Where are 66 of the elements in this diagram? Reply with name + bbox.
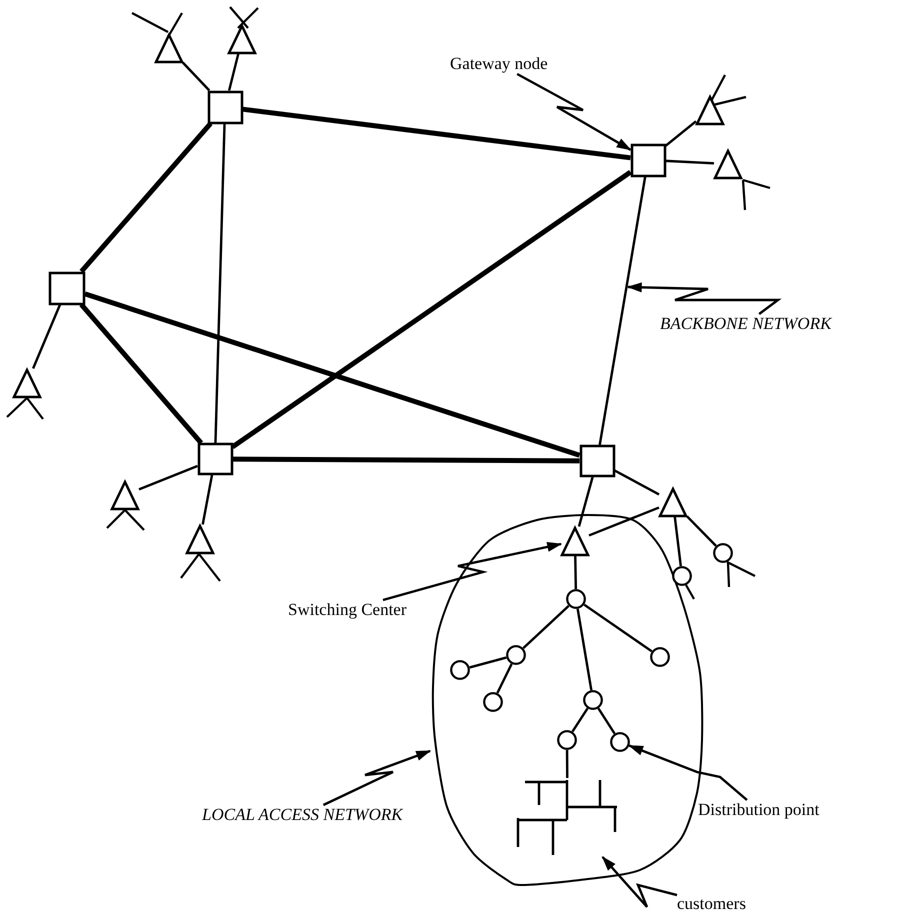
triangle-node (561, 526, 589, 556)
link-line (231, 170, 632, 449)
callout-label: LOCAL ACCESS NETWORK (202, 805, 403, 825)
leader-arrow (516, 72, 632, 151)
link-line (588, 506, 660, 537)
link-line (571, 708, 589, 732)
callout-label: Gateway node (450, 54, 548, 74)
triangle-node (659, 488, 687, 516)
leader-arrow (322, 750, 432, 806)
circle-node (566, 589, 586, 609)
link-line (496, 663, 513, 694)
link-line (574, 555, 578, 590)
triangle-node (186, 524, 214, 554)
link-line (576, 608, 593, 690)
leader-arrow (626, 282, 782, 315)
triangle-node (714, 150, 742, 178)
circle-node (672, 566, 692, 586)
customer-lines-drawing (516, 778, 619, 857)
link-line (566, 750, 568, 778)
circle-node (557, 730, 577, 750)
circle-node (713, 543, 733, 563)
link-line (584, 604, 652, 652)
link-line (674, 516, 682, 566)
link-line (182, 62, 210, 92)
link-line (686, 515, 717, 547)
callout-label: customers (677, 894, 746, 914)
leader-arrow (382, 542, 562, 602)
triangle-node (228, 24, 256, 54)
triangle-node (111, 480, 139, 510)
triangle-node (155, 34, 183, 62)
leader-arrow (602, 856, 678, 908)
link-line (242, 106, 631, 160)
link-line (138, 464, 198, 491)
link-line (664, 120, 697, 147)
circle-node (610, 732, 630, 752)
link-line (80, 122, 212, 274)
link-line (32, 304, 62, 369)
link-line (232, 456, 580, 464)
link-line (522, 604, 570, 650)
link-line (597, 708, 616, 734)
circle-node (483, 692, 503, 712)
link-line (84, 292, 580, 458)
link-line (202, 474, 214, 525)
callout-label: Distribution point (698, 800, 820, 820)
square-node (630, 144, 666, 176)
square-node (198, 443, 232, 475)
link-line (578, 476, 594, 527)
circle-node (450, 660, 470, 680)
link-line (79, 302, 204, 445)
link-line (228, 53, 240, 91)
triangle-node (696, 96, 724, 124)
circle-node (650, 647, 670, 667)
square-node (49, 272, 85, 304)
leader-arrow (628, 744, 748, 801)
link-line (214, 123, 226, 444)
link-line (665, 160, 714, 164)
callout-label: Switching Center (288, 600, 407, 620)
link-line (598, 176, 646, 446)
circle-node (583, 690, 603, 710)
circle-node (506, 645, 526, 665)
triangle-node (13, 368, 41, 398)
square-node (580, 445, 614, 477)
callout-label: BACKBONE NETWORK (660, 314, 832, 334)
link-line (469, 656, 507, 669)
square-node (208, 90, 242, 124)
link-line (614, 469, 660, 496)
